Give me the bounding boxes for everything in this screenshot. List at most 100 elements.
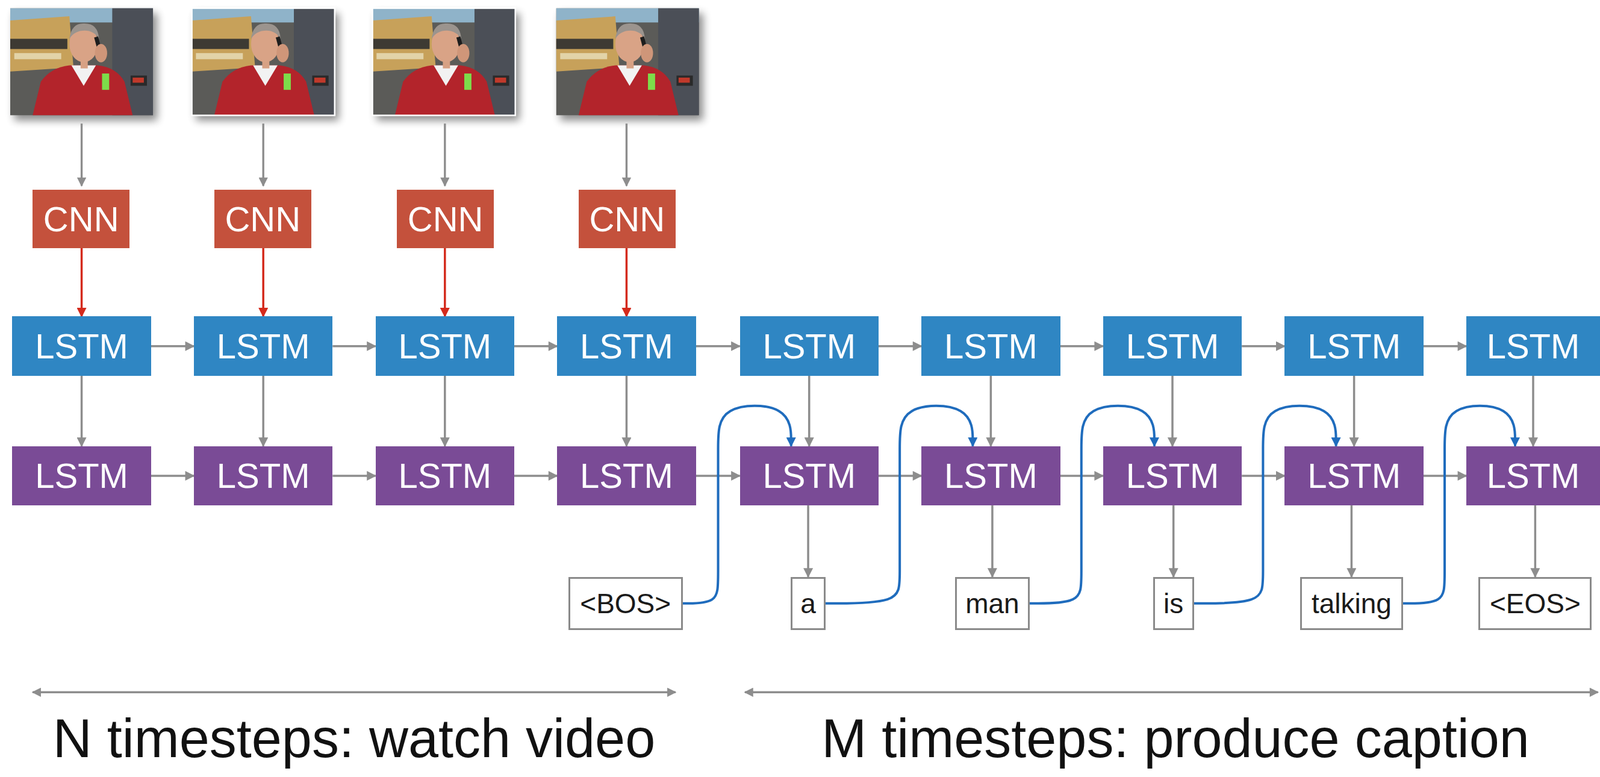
video-frame [556,8,700,116]
encoder-lstm-box: LSTM [12,316,151,376]
connector [625,248,629,317]
connector [1350,505,1354,577]
connector [261,248,265,317]
frame-arrow [80,123,83,186]
connector [991,505,994,577]
node-text: talking [1311,588,1392,620]
decoder-lstm-box: LSTM [1284,446,1423,506]
encoder-lstm-box: LSTM [1103,316,1242,376]
connector [1531,375,1535,447]
node-text: LSTM [216,456,311,495]
node-text: LSTM [398,326,492,366]
frame-border [192,8,335,116]
word-token-box: <EOS> [1478,576,1592,630]
word-token-box: is [1153,576,1195,630]
node-text: LSTM [1126,456,1220,495]
word-token-box: <BOS> [568,576,683,630]
frame-arrow [443,123,446,186]
connector [1171,375,1174,447]
cnn-box: CNN [214,189,312,249]
decoder-lstm-box: LSTM [1466,446,1600,506]
connector [878,345,922,348]
video-frame [372,8,515,116]
encoder-lstm-box: LSTM [1284,316,1423,376]
encoder-lstm-box: LSTM [557,316,696,376]
encoder-lstm-box: LSTM [921,316,1060,376]
node-text: LSTM [944,456,1038,495]
node-text: <BOS> [579,588,671,620]
connector [261,375,265,447]
node-text: CNN [407,199,484,239]
connector [1423,345,1467,348]
connector [625,375,629,447]
connector [1172,505,1175,577]
cnn-box: CNN [396,189,494,249]
node-text: LSTM [216,326,311,366]
node-text: LSTM [34,326,129,366]
connector [80,375,84,447]
word-token-box: a [790,576,826,630]
node-text: a [800,588,816,620]
frame-arrow [625,123,628,186]
cnn-box: CNN [32,189,130,249]
decoder-lstm-box: LSTM [557,446,696,506]
connector [151,474,194,477]
node-text: LSTM [398,456,492,495]
node-text: LSTM [1307,456,1401,495]
node-text: LSTM [1486,456,1581,495]
decoder-lstm-box: LSTM [740,446,879,506]
connector [332,345,376,348]
node-text: <EOS> [1489,588,1581,620]
node-text: LSTM [944,326,1038,366]
encoder-lstm-box: LSTM [1466,316,1600,376]
connector [1241,345,1285,348]
decoder-lstm-box: LSTM [921,446,1060,506]
encoder-lstm-box: LSTM [740,316,879,376]
encoder-lstm-box: LSTM [375,316,515,376]
connector [696,345,741,348]
connector [514,345,558,348]
node-text: LSTM [762,456,856,495]
node-text: man [965,588,1019,620]
connector [332,474,376,477]
connector [806,505,810,577]
span-arrow [744,691,1599,694]
node-text: LSTM [1307,326,1401,366]
node-text: LSTM [579,326,674,366]
node-text: CNN [588,199,665,239]
connector [989,375,993,447]
connector [151,345,194,348]
timestep-label: M timesteps: produce caption [821,707,1530,771]
cnn-box: CNN [578,189,676,249]
connector [514,474,558,477]
decoder-lstm-box: LSTM [193,446,333,506]
span-arrow [32,691,676,694]
node-text: LSTM [579,456,674,495]
connector [443,375,447,447]
decoder-lstm-box: LSTM [12,446,151,506]
node-text: LSTM [1486,326,1581,366]
node-text: LSTM [1126,326,1220,366]
decoder-lstm-box: LSTM [375,446,515,506]
node-text: LSTM [34,456,129,495]
frame-border [372,8,515,116]
word-token-box: man [955,576,1030,630]
word-token-box: talking [1300,576,1404,630]
timestep-label: N timesteps: watch video [52,707,656,771]
connector [443,248,447,317]
connector [1353,375,1356,447]
connector [1534,505,1537,577]
node-text: LSTM [762,326,856,366]
video-frame [10,8,153,116]
connector [1060,345,1104,348]
node-text: CNN [43,199,120,239]
node-text: is [1163,588,1184,620]
connector [808,375,811,447]
video-frame [192,8,335,116]
encoder-lstm-box: LSTM [193,316,333,376]
connector [80,248,84,317]
